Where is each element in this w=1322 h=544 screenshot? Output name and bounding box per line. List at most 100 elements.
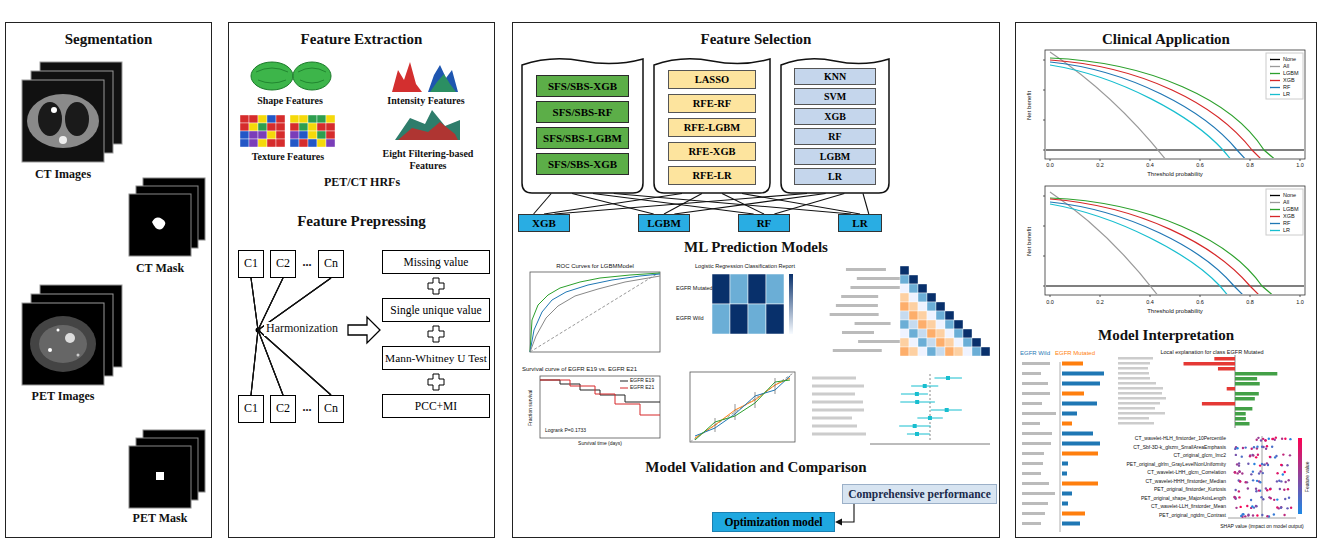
tree-explanation-part xyxy=(1062,412,1077,416)
forest-thumbnail-part xyxy=(812,385,864,388)
embedded-method-box: RFE-LR xyxy=(668,166,756,185)
lime-chart-part xyxy=(1118,362,1150,365)
tree-explanation-part xyxy=(1022,442,1051,445)
shap-beeswarm-part xyxy=(1257,454,1259,456)
shap-beeswarm-part xyxy=(1253,446,1255,448)
harmonization-marks-part xyxy=(348,317,380,343)
texture-thumbnail-part xyxy=(308,139,317,147)
wrapper-method-box: SFS/SBS-XGB xyxy=(536,75,629,97)
tree-explanation-part xyxy=(1022,412,1056,415)
shape-thumbnail-part xyxy=(256,68,326,83)
legend-line xyxy=(1270,73,1280,74)
forest-thumbnail-part xyxy=(915,432,919,436)
figure-label: ROC Curves for LGBMModel xyxy=(556,263,634,270)
box-text: LGBM xyxy=(820,151,851,162)
figure-label: Threshold probability xyxy=(1147,308,1203,315)
box-text: LR xyxy=(828,171,842,182)
shap-beeswarm-part xyxy=(1255,456,1257,458)
shap-beeswarm-part xyxy=(1239,471,1241,473)
shap-colorbar-part xyxy=(789,274,793,334)
legend-line xyxy=(1270,80,1280,81)
figure-label: 0.0 xyxy=(1046,162,1054,168)
tree-explanation-part xyxy=(1062,432,1093,436)
correlation-thumbnail-part xyxy=(936,320,945,329)
correlation-thumbnail-part xyxy=(833,349,882,352)
shap-beeswarm-part xyxy=(1262,498,1264,500)
forest-thumbnail-part xyxy=(812,409,864,412)
legend-text: LGBM xyxy=(1283,70,1299,77)
embedded-method-box: RFE-XGB xyxy=(668,142,756,161)
correlation-thumbnail-part xyxy=(936,302,945,311)
texture-thumbnail-part xyxy=(326,139,335,147)
pet-image-stack-part xyxy=(30,316,96,372)
lime-chart-part xyxy=(1118,357,1153,360)
texture-thumbnail-part xyxy=(249,123,258,131)
lime-chart-part xyxy=(1235,412,1246,416)
figure-label: ... xyxy=(303,256,312,270)
correlation-thumbnail-part xyxy=(927,338,936,347)
roc-thumbnail xyxy=(530,272,660,352)
preprocess-step-box: PCC+MI xyxy=(382,394,490,418)
connector-line xyxy=(258,278,331,395)
figure-label: Fraction survival xyxy=(528,390,534,426)
dca-plot-part xyxy=(1266,189,1303,235)
figure-label: EGFR Mutated xyxy=(1055,350,1095,357)
group-outline-path xyxy=(781,59,889,193)
texture-thumbnail-part xyxy=(299,115,308,123)
ct-image-stack-part xyxy=(51,107,57,113)
box-text: Missing value xyxy=(404,256,469,269)
lime-chart-part xyxy=(1202,402,1235,406)
box-text: KNN xyxy=(824,71,846,82)
connector-line xyxy=(554,194,807,215)
dca-plot-part xyxy=(1266,53,1303,99)
legend-text: RF xyxy=(1283,84,1290,91)
correlation-thumbnail-part xyxy=(909,329,918,338)
shap-beeswarm-part xyxy=(1251,454,1253,456)
dca-plot-part xyxy=(1043,196,1300,297)
shap-beeswarm-part xyxy=(1258,489,1260,491)
texture-thumbnail-part xyxy=(258,131,267,139)
texture-thumbnail-part xyxy=(290,115,299,123)
texture-thumbnail-part xyxy=(290,139,299,147)
figure-label: Survival curve of EGFR E19 vs. EGFR E21 xyxy=(522,366,637,373)
shap-beeswarm-part xyxy=(1269,488,1271,490)
box-text: RF xyxy=(828,131,841,142)
shap-beeswarm-part xyxy=(1280,464,1282,466)
tree-explanation-part xyxy=(1062,472,1067,476)
dca-plot xyxy=(1043,50,1305,165)
classifier-method-box: KNN xyxy=(794,68,876,85)
correlation-thumbnail-part xyxy=(954,329,963,338)
correlation-thumbnail-part xyxy=(900,329,909,338)
dca-plot-part xyxy=(1045,50,1305,159)
correlation-thumbnail-part xyxy=(918,320,927,329)
correlation-thumbnail-part xyxy=(945,311,954,320)
shap-beeswarm-part xyxy=(1247,463,1249,465)
calibration-thumbnail xyxy=(690,372,795,442)
forest-thumbnail-part xyxy=(812,393,855,396)
texture-thumbnail-part xyxy=(326,115,335,123)
box-text: PCC+MI xyxy=(415,400,457,413)
heatmap-thumbnail-part xyxy=(748,304,766,334)
tree-explanation-part xyxy=(1062,422,1072,426)
correlation-thumbnail-part xyxy=(841,295,878,298)
box-text: Single unique value xyxy=(390,304,481,317)
box-text: RFE-RF xyxy=(693,98,732,110)
connector-line xyxy=(774,194,844,215)
connector-line xyxy=(251,278,331,395)
correlation-thumbnail-part xyxy=(900,338,909,347)
shap-beeswarm-part xyxy=(1256,439,1258,441)
wrapper-method-box: SFS/SBS-RF xyxy=(536,101,629,123)
calibration-thumbnail-part xyxy=(695,380,790,440)
shap-colorbar xyxy=(789,274,1302,514)
shap-beeswarm-part xyxy=(1274,456,1276,458)
connector-line xyxy=(863,194,869,215)
correlation-thumbnail-part xyxy=(963,338,972,347)
pet-image-stack-part xyxy=(57,329,60,332)
harmonization-marks-part xyxy=(428,374,444,390)
shap-beeswarm-part xyxy=(1239,506,1241,508)
tree-explanation-part xyxy=(1062,362,1083,366)
forest-thumbnail-part xyxy=(812,425,857,428)
pet-image-stack-part xyxy=(48,348,52,352)
shap-beeswarm-part xyxy=(1283,514,1285,516)
lime-chart-part xyxy=(1235,377,1257,381)
